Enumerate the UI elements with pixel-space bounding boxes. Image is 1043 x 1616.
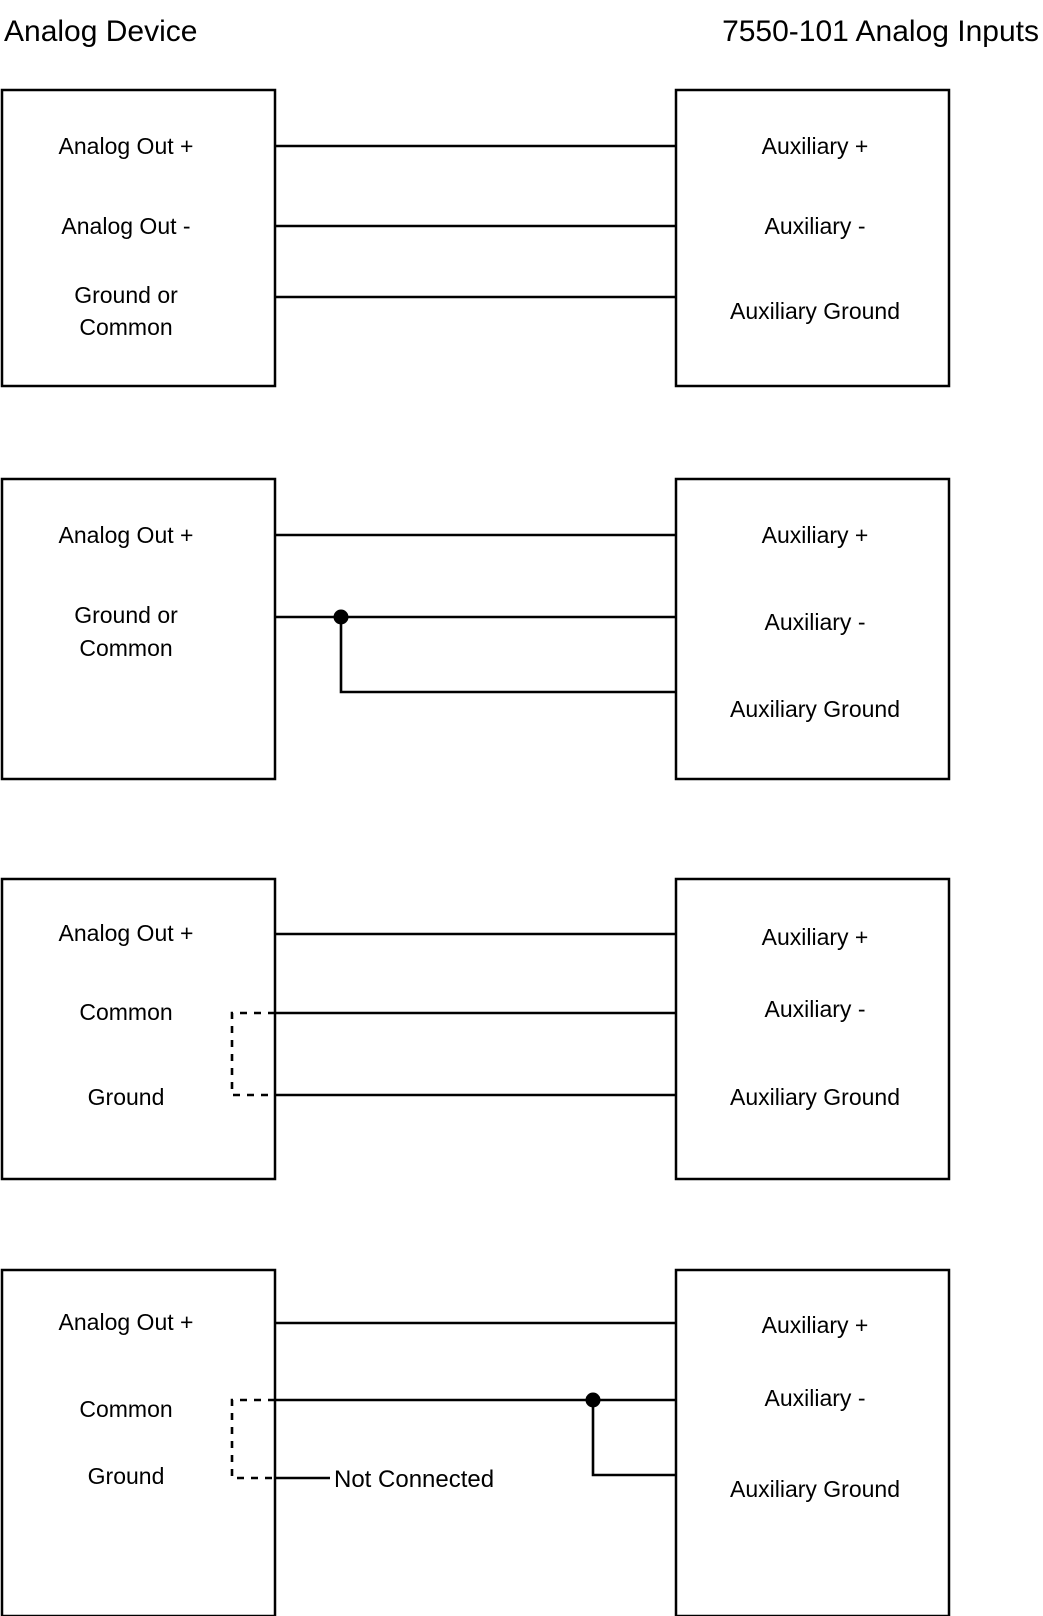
- diagram-2-right-label-3: Auxiliary Ground: [730, 696, 900, 722]
- diagram-3-right-box: [674, 877, 951, 1181]
- diagram-2-left-label-1: Analog Out +: [59, 522, 194, 548]
- diagram-1-right-label-3: Auxiliary Ground: [730, 298, 900, 324]
- diagram-4-right-box: [674, 1268, 951, 1616]
- diagram-1-right-label-1: Auxiliary +: [762, 133, 869, 159]
- diagram-2: Analog Out + Ground or Common Auxiliary …: [0, 477, 951, 781]
- diagram-4-branch-to-ground: [591, 1400, 676, 1477]
- diagram-4-right-label-3: Auxiliary Ground: [730, 1476, 900, 1502]
- diagram-4-left-box: [0, 1268, 277, 1616]
- diagram-4: Not Connected Analog Out + Common Ground…: [0, 1268, 951, 1616]
- diagram-3-right-label-1: Auxiliary +: [762, 924, 869, 950]
- diagram-1-left-box: [0, 88, 277, 388]
- diagram-3-right-label-2: Auxiliary -: [765, 996, 866, 1022]
- diagram-1-left-label-1: Analog Out +: [59, 133, 194, 159]
- diagram-4-right-label-2: Auxiliary -: [765, 1385, 866, 1411]
- diagram-3-dashed-bond: [230, 1011, 275, 1097]
- diagram-3-left-box: [0, 877, 277, 1181]
- diagram-1-left-label-3b: Common: [79, 314, 172, 340]
- diagram-3-right-label-3: Auxiliary Ground: [730, 1084, 900, 1110]
- diagram-2-left-label-2b: Common: [79, 635, 172, 661]
- diagram-1-right-label-2: Auxiliary -: [765, 213, 866, 239]
- diagram-2-right-box: [674, 477, 951, 781]
- header-left: Analog Device: [4, 15, 197, 48]
- diagram-4-left-label-1: Analog Out +: [59, 1309, 194, 1335]
- diagram-4-left-label-2: Common: [79, 1396, 172, 1422]
- diagram-1-right-box: [674, 88, 951, 388]
- diagram-3-left-label-1: Analog Out +: [59, 920, 194, 946]
- diagram-2-left-box: [0, 477, 277, 781]
- diagram-2-junction-dot: [333, 609, 349, 625]
- diagram-2-left-label-2a: Ground or: [74, 602, 178, 628]
- diagram-2-right-label-2: Auxiliary -: [765, 609, 866, 635]
- diagram-4-junction-dot: [585, 1392, 601, 1408]
- diagram-4-not-connected-label: Not Connected: [334, 1466, 494, 1493]
- diagram-3-left-label-3: Ground: [88, 1084, 165, 1110]
- diagram-2-branch-to-ground: [339, 617, 676, 694]
- diagram-4-left-label-3: Ground: [88, 1463, 165, 1489]
- diagram-4-dashed-bond: [230, 1398, 275, 1480]
- diagram-3-left-label-2: Common: [79, 999, 172, 1025]
- diagram-4-right-label-1: Auxiliary +: [762, 1312, 869, 1338]
- diagram-1-left-label-3a: Ground or: [74, 282, 178, 308]
- diagram-2-right-label-1: Auxiliary +: [762, 522, 869, 548]
- diagram-1: Analog Out + Analog Out - Ground or Comm…: [0, 88, 951, 388]
- header-right: 7550-101 Analog Inputs: [722, 15, 1039, 48]
- diagram-3: Analog Out + Common Ground Auxiliary + A…: [0, 877, 951, 1181]
- diagram-1-left-label-2: Analog Out -: [61, 213, 190, 239]
